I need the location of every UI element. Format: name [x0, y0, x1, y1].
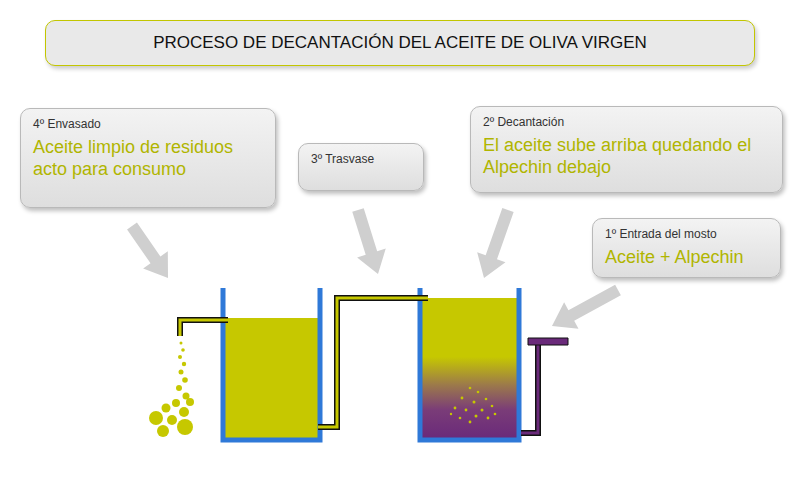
- oil-drop: [454, 407, 457, 410]
- step-heading: 3º Trasvase: [311, 152, 411, 166]
- pointer-arrows: [127, 208, 621, 329]
- inlet-funnel: [528, 338, 568, 345]
- oil-drop: [469, 421, 472, 424]
- callout-box: 3º Trasvase: [298, 143, 424, 191]
- outlet-pipe: [180, 320, 228, 336]
- callout-box: 1º Entrada del mostoAceite + Alpechin: [592, 218, 781, 278]
- oil-drop: [179, 407, 189, 417]
- transfer-pipe: [318, 298, 428, 427]
- step-heading: 1º Entrada del mosto: [605, 227, 768, 241]
- inlet-pipe: [521, 341, 538, 433]
- oil-drop: [461, 397, 464, 400]
- oil-drop: [162, 404, 171, 413]
- oil-drop: [177, 419, 193, 435]
- pointer-arrow: [552, 285, 621, 329]
- oil-drop: [180, 342, 183, 345]
- step-heading: 4º Envasado: [33, 117, 263, 131]
- oil-drop: [179, 370, 184, 375]
- oil-drop: [473, 401, 476, 404]
- step-heading: 2º Decantación: [483, 115, 770, 129]
- oil-drop: [182, 362, 186, 366]
- callout-box: 4º EnvasadoAceite limpio de residuos act…: [20, 108, 276, 208]
- oil-and-alpechin: [420, 298, 519, 438]
- oil-drop: [186, 398, 194, 406]
- title-text: PROCESO DE DECANTACIÓN DEL ACEITE DE OLI…: [153, 33, 647, 53]
- step-description: Aceite + Alpechin: [605, 247, 768, 269]
- step-description: Aceite limpio de residuos acto para cons…: [33, 137, 263, 180]
- oil-drop: [475, 415, 478, 418]
- oil-drop: [485, 398, 488, 401]
- oil-drop: [494, 413, 497, 416]
- oil-drop: [450, 413, 452, 415]
- oil-drop: [481, 409, 484, 412]
- clean-oil: [225, 318, 320, 438]
- oil-drop: [469, 387, 472, 390]
- oil-drop: [459, 417, 462, 420]
- oil-drop: [491, 405, 494, 408]
- oil-drops: [149, 342, 496, 438]
- step-description: El aceite sube arriba quedando el Alpech…: [483, 135, 770, 178]
- pointer-arrow: [477, 208, 513, 278]
- oil-drop: [176, 385, 182, 391]
- oil-drop: [178, 355, 182, 359]
- right-tank: [420, 288, 519, 440]
- oil-drop: [182, 377, 188, 383]
- oil-drop: [487, 417, 490, 420]
- oil-drop: [167, 415, 177, 425]
- oil-drop: [157, 425, 169, 437]
- oil-drop: [149, 411, 163, 425]
- pointer-arrow: [127, 223, 168, 278]
- oil-drop: [477, 391, 480, 394]
- callout-box: 2º Decantación El aceite sube arriba qued…: [470, 106, 783, 193]
- oil-drop: [181, 348, 185, 352]
- pointer-arrow: [352, 208, 385, 274]
- left-tank: [223, 288, 320, 440]
- oil-drop: [465, 409, 468, 412]
- title-box: PROCESO DE DECANTACIÓN DEL ACEITE DE OLI…: [45, 20, 755, 66]
- oil-drop: [172, 399, 180, 407]
